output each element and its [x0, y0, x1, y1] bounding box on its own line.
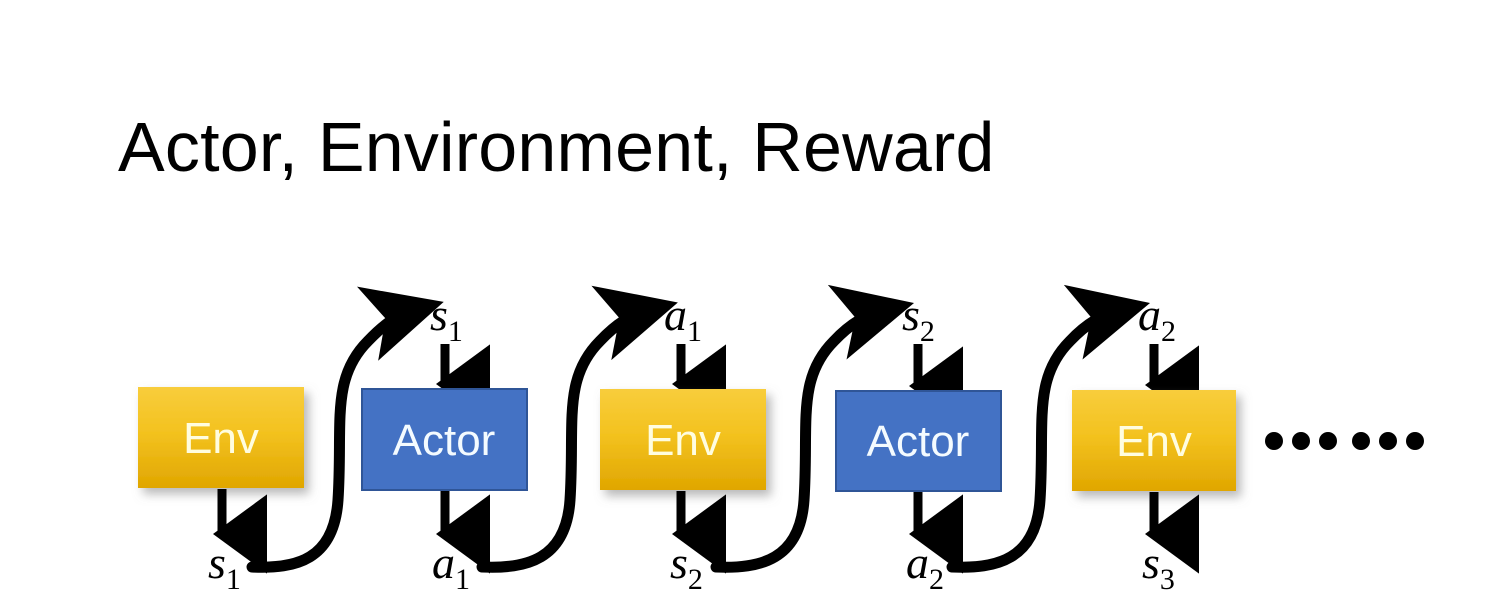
actor-box	[361, 388, 528, 491]
curved-arrow-a2	[946, 284, 1151, 573]
curved-arrow-s2	[710, 284, 915, 573]
block-label: Env	[645, 416, 721, 465]
ellipsis-dot	[1265, 432, 1283, 450]
curved-arrow-group	[246, 284, 1151, 573]
action-label-a1-bottom: a1	[432, 537, 470, 596]
env-box	[138, 387, 304, 488]
state-label-s3-bottom: s3	[1142, 537, 1175, 596]
block-label: Actor	[867, 417, 970, 466]
action-label-a2-top: a2	[1138, 289, 1176, 348]
block-env1[interactable]: Env	[138, 387, 304, 488]
env-box	[600, 389, 766, 490]
block-label: Env	[1116, 417, 1192, 466]
state-label-s1-bottom: s1	[208, 537, 241, 596]
action-label-a1-top: a1	[664, 289, 702, 348]
ellipsis-dot	[1379, 432, 1397, 450]
down-arrow-out-group	[212, 489, 1199, 574]
down-arrow-into-group	[435, 344, 1199, 426]
bottom-label-group: s1 a1 s2 a2 s3	[208, 537, 1175, 596]
block-env2[interactable]: Env	[600, 389, 766, 490]
state-label-s2-top: s2	[902, 289, 935, 348]
block-env3[interactable]: Env	[1072, 390, 1236, 491]
curved-arrow-s1	[246, 286, 444, 573]
top-label-group: s1 a1 s2 a2	[430, 289, 1176, 348]
state-label-s1-top: s1	[430, 289, 463, 348]
block-actor2[interactable]: Actor	[835, 390, 1002, 492]
ellipsis-dot	[1292, 432, 1310, 450]
state-label-s2-bottom: s2	[670, 537, 703, 596]
block-label: Env	[183, 414, 259, 463]
ellipsis-icon	[1265, 432, 1424, 450]
action-label-a2-bottom: a2	[906, 537, 944, 596]
env-box	[1072, 390, 1236, 491]
ellipsis-dot	[1352, 432, 1370, 450]
block-actor1[interactable]: Actor	[361, 388, 528, 491]
page-title: Actor, Environment, Reward	[118, 108, 995, 186]
block-label: Actor	[393, 416, 496, 465]
actor-box	[835, 390, 1002, 492]
ellipsis-dot	[1406, 432, 1424, 450]
curved-arrow-a1	[476, 285, 678, 573]
ellipsis-dot	[1319, 432, 1337, 450]
